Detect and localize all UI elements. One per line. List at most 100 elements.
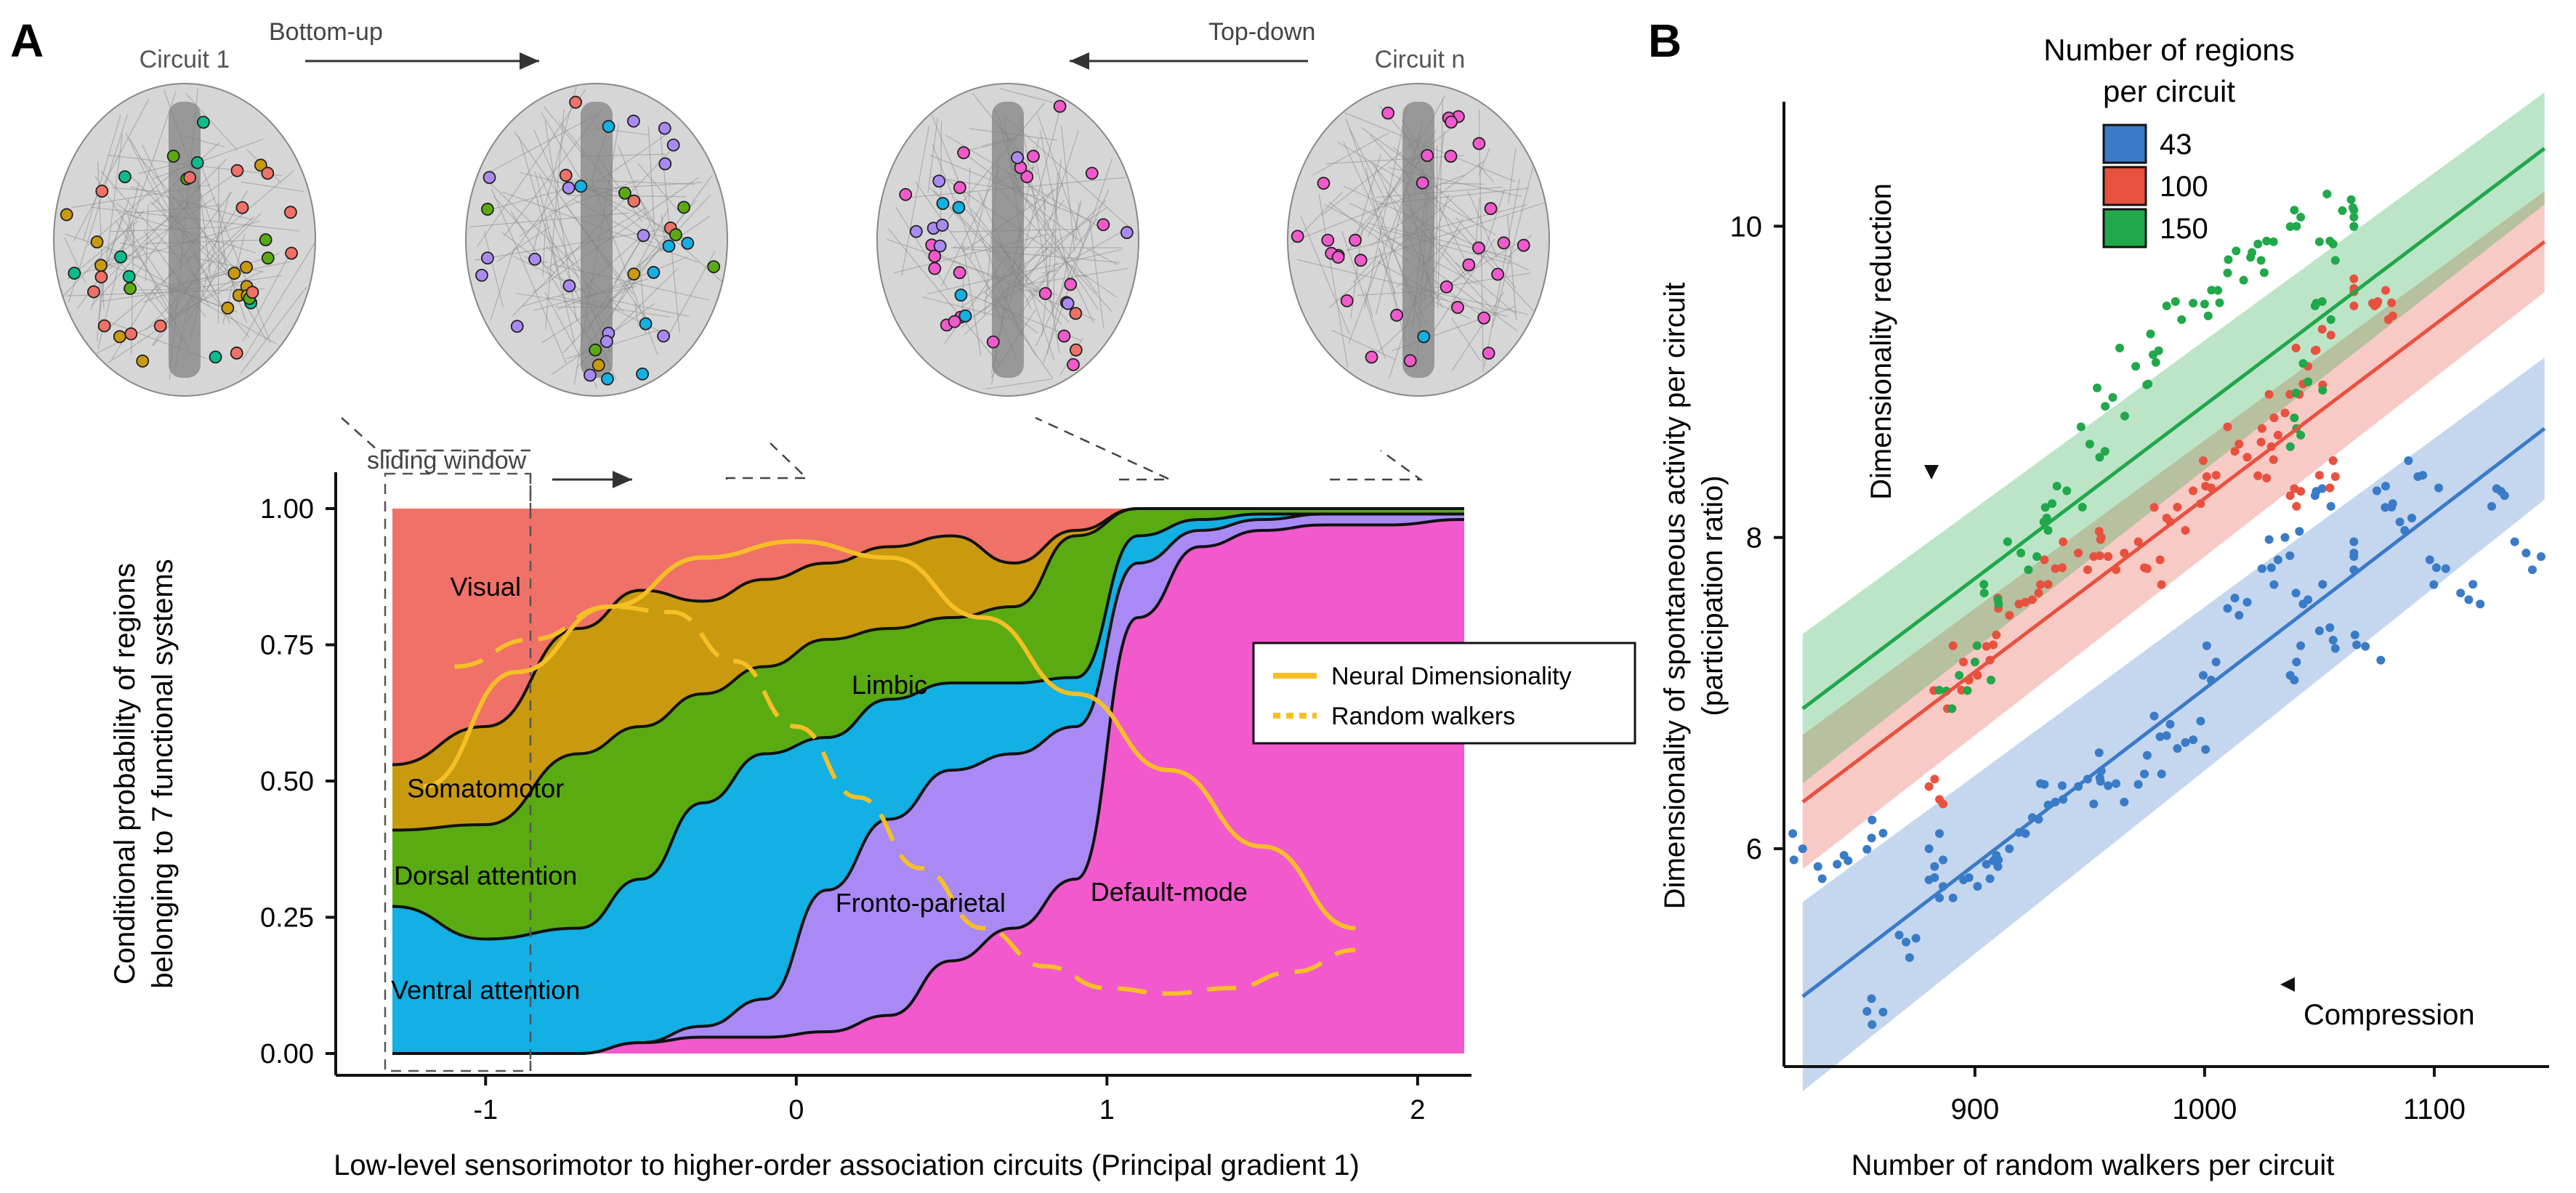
brain-node [662,239,676,253]
point-43 [2349,552,2359,562]
point-150 [2207,286,2216,295]
brain-edge [1046,130,1079,231]
point-100 [2149,503,2159,512]
brain-node [1011,151,1024,164]
brain-node [958,309,972,323]
point-150 [2224,255,2233,264]
point-100 [2269,413,2279,423]
point-43 [1788,829,1798,838]
brain-node [285,246,298,260]
point-150 [2285,442,2295,451]
brain-edge [97,134,124,323]
point-43 [1973,881,1982,891]
brain-node [68,267,81,280]
brain-edge [83,115,121,241]
brain-node [230,163,244,177]
brain-node [677,201,691,214]
brain-node [90,235,104,248]
brain-node [240,260,253,274]
point-150 [2101,402,2110,411]
brain-node [707,260,721,273]
brain-node [584,368,597,382]
point-43 [2361,642,2370,651]
point-43 [2149,711,2159,721]
brain-edge [901,126,929,276]
brain-node [1381,106,1395,120]
brain-midline [581,102,613,378]
brain-node [1482,347,1495,360]
brain-edge [533,129,560,189]
brain-edge [490,188,567,364]
point-43 [2269,580,2279,589]
point-43 [1868,815,1877,825]
neural-dimensionality-curve [423,538,1356,931]
brain-node [953,266,966,280]
brain-node [637,229,650,243]
point-100 [2264,389,2274,399]
y-tick-label-a: 0.25 [260,903,314,934]
brain-edge [1506,214,1517,320]
brain-edge [542,223,546,277]
point-150 [2322,190,2332,199]
area-dorsal-attention [392,509,1464,939]
brain-edge [73,99,150,243]
brain-edge [1349,203,1382,219]
brain-midline [169,102,201,378]
point-150 [2040,503,2050,512]
brain-edge [241,181,304,193]
point-150 [1955,671,1964,680]
point-43 [2292,658,2301,667]
point-43 [2395,517,2405,527]
brain-node [95,185,109,198]
point-150 [2016,549,2026,558]
brain-edge [544,106,585,156]
point-43 [2133,780,2143,789]
point-150 [2146,329,2155,339]
brain-edge [117,91,177,265]
brain-node [1471,241,1485,255]
point-150 [2346,195,2356,204]
brain-edge [1365,291,1373,317]
point-150 [2298,359,2308,368]
brain-node [124,327,138,341]
brain-node [1444,150,1458,163]
point-100 [2040,555,2049,565]
region-label: Ventral attention [391,975,580,1005]
brain-node [1416,176,1429,190]
brain-edge [1046,201,1082,355]
brain-node [1038,287,1052,300]
brain-node [510,320,524,333]
brain-node [1517,238,1530,252]
brain-node [246,286,259,299]
brain-node [647,266,661,279]
legend-label-150: 150 [2160,213,2208,245]
brain-edge [65,233,142,260]
point-43 [2005,844,2014,854]
point-150 [2003,537,2012,546]
x-tick-label-a: 2 [1410,1095,1425,1125]
brain-node [933,239,947,253]
brain-edge [1376,186,1503,198]
brain-node [124,282,137,296]
brain-edge [64,237,86,283]
brain-edge [961,206,1108,308]
point-150 [2162,301,2171,310]
point-150 [2310,301,2319,310]
brain-node [235,201,249,214]
point-100 [2381,286,2390,295]
point-100 [2234,440,2244,449]
brain-node [899,187,913,201]
point-43 [2155,732,2165,741]
point-100 [2296,487,2306,496]
point-43 [2120,797,2129,806]
dimensionality-reduction-label: Dimensionality reduction [1865,183,1897,500]
brain-edge [1312,132,1389,176]
brain-edge [634,302,639,327]
brain-node [1069,343,1083,357]
point-43 [1878,1008,1888,1017]
region-label: Somatomotor [407,774,564,804]
point-100 [2328,456,2338,465]
brain-edge [490,246,515,320]
